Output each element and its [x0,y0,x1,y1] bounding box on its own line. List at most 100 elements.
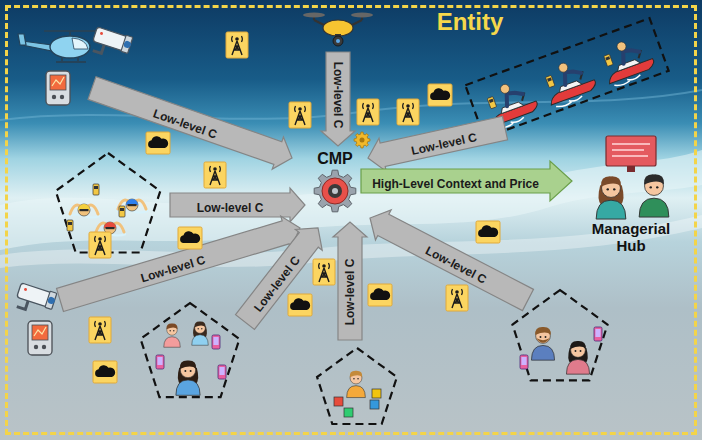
cell-tower-icon-part [226,32,248,58]
sensor-device-part [28,321,52,355]
wearable-sensor-part [604,54,613,66]
jetski-rider-part [606,58,655,83]
jetski-rider-part [558,80,582,93]
cloud-icon-part [290,298,310,310]
arrow-label: Low-level C [151,106,219,141]
phone-icon-part [212,335,220,349]
wearable-sensor-part [67,220,73,231]
cell-tower-icon-part [210,166,221,172]
node-label: Managerial Hub [581,220,681,254]
phone-icon [212,335,220,349]
context-arrow [361,161,572,201]
managers-icon-part [627,166,635,172]
cloud-icon-part [93,361,117,383]
cloud-icon [178,227,202,249]
core-gear-part [328,184,342,198]
phone-icon-part [218,365,226,379]
phone-icon-part [156,355,164,369]
cell-tower-icon-part [89,317,111,343]
group-pentagon [141,303,240,397]
toy-block [334,397,343,406]
arrow-label: Low-level C [410,130,478,158]
cctv-camera-part [123,40,132,49]
core-gear-part [322,178,348,204]
person-figure [531,327,554,360]
toy-block [370,400,379,409]
cell-tower-icon-part [452,289,463,295]
cloud-icon-part [368,284,392,306]
jetski-rider [539,55,599,110]
person-figure-part [180,361,196,369]
lowlevel-arrow [368,116,508,171]
phone-icon [156,355,164,369]
person-figure-part [347,386,366,398]
person-figure-part [166,324,177,330]
managers-icon-part [612,144,650,156]
lowlevel-arrow [88,77,292,169]
phone-icon-part [219,367,224,375]
lowlevel-arrow [170,188,305,222]
person-figure-part [639,198,669,217]
cloud-icon [288,294,312,316]
drone-icon-part [336,39,340,43]
helicopter-icon-part [18,34,26,45]
cctv-camera-part [47,296,56,305]
swimmer-figure-part [78,204,90,216]
person-figure-part [198,328,199,329]
cell-tower-icon-part [403,108,413,122]
region-frame: EntityCMP Managerial Hub [5,5,697,435]
node-label: CMP [317,150,353,168]
cell-tower-icon-part [446,285,468,311]
cell-tower-icon-part [204,162,226,188]
cloud-icon-part [95,365,115,377]
region-title: Entity [437,8,504,36]
phone-icon-part [595,329,600,337]
cell-tower-icon-part [98,237,102,241]
person-figure [639,174,669,217]
cloud-icon-part [146,132,170,154]
drone-icon-part [323,20,353,36]
drone-icon [303,13,373,47]
cell-tower-icon [89,232,111,258]
person-figure-part [613,188,615,190]
person-figure-part [192,335,209,346]
wearable-sensor [604,54,613,66]
swimmer-figure [68,204,100,218]
cell-tower-icon-part [397,99,419,125]
cloud-icon-part [428,84,452,106]
person-figure-part [644,174,664,184]
cloud-icon-part [148,136,168,148]
lowlevel-arrow [333,222,367,340]
person-figure-part [656,186,658,188]
wearable-sensor [93,184,99,195]
helicopter-icon-part [50,36,90,58]
cell-tower-icon [357,99,379,125]
cloud-icon [428,84,452,106]
toy-block [344,408,353,417]
cell-tower-icon-part [89,232,111,258]
target-node: Managerial Hub [572,134,690,258]
cctv-camera-part [24,288,28,292]
cell-tower-icon-part [319,268,329,282]
cloud-icon-part [370,288,390,300]
cell-tower-icon-part [232,36,243,42]
cloud-icon [93,361,117,383]
phone-icon-part [594,327,602,341]
cell-tower-icon-part [95,236,106,242]
cloud-icon-part [178,227,202,249]
cloud-icon-part [288,294,312,316]
toy-block [372,389,381,398]
jetski-rider-part [616,41,628,53]
jetski-rider-part [616,58,640,71]
sensor-device-part [60,95,64,99]
cloud-icon-part [478,225,498,237]
cell-tower-icon-part [452,294,462,308]
wearable-sensor [487,96,496,108]
cloud-icon [368,284,392,306]
cell-tower-icon-part [319,263,330,269]
cell-tower-icon-part [213,167,217,171]
wearable-sensor-part [547,77,552,81]
phone-icon-part [157,357,162,365]
